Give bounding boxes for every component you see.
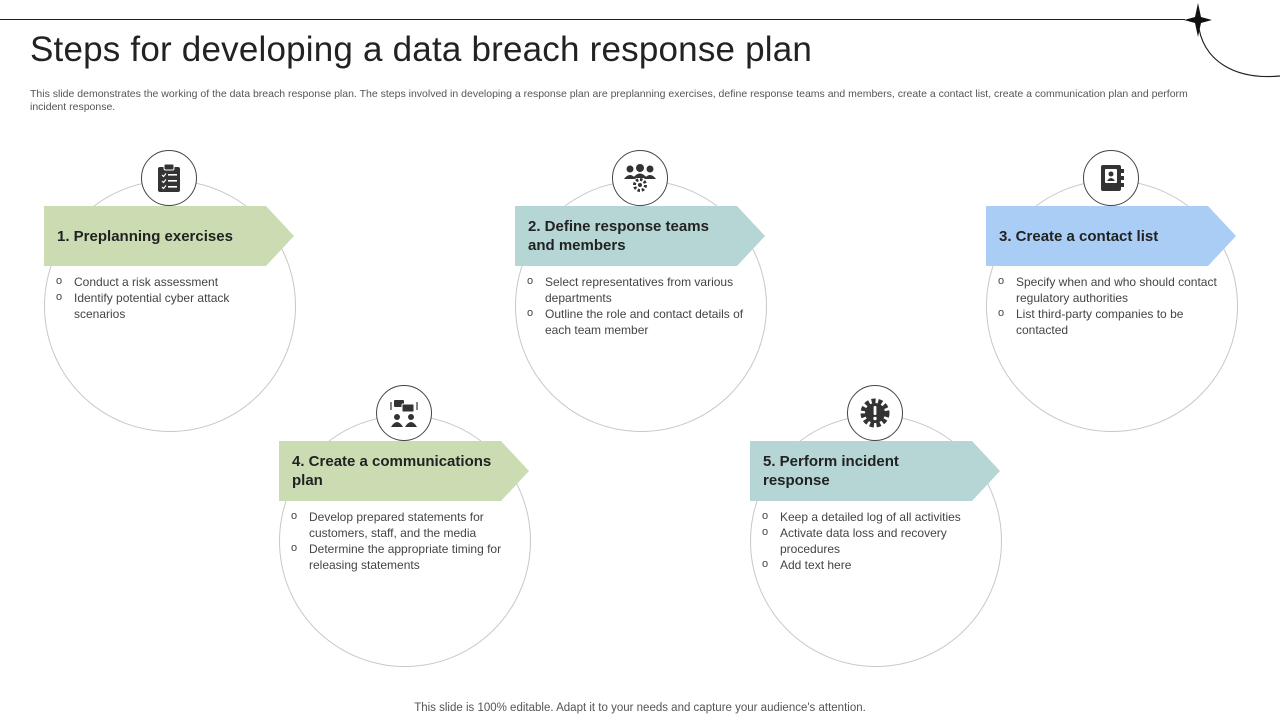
bullet-item: Add text here [762,556,984,573]
bullet-item: Keep a detailed log of all activities [762,508,984,525]
step-banner: 4. Create a communications plan [279,441,529,501]
people-chat-icon [376,385,432,441]
slide-title: Steps for developing a data breach respo… [30,30,813,69]
step-title: 5. Perform incident response [763,453,899,489]
address-book-icon [1083,150,1139,206]
step-bullet-list: Conduct a risk assessment Identify poten… [56,273,278,322]
clipboard-icon [141,150,197,206]
bullet-item: Outline the role and contact details of … [527,305,749,338]
bullet-item: Determine the appropriate timing for rel… [291,540,513,573]
step-bullet-list: Develop prepared statements for customer… [291,508,513,573]
slide-subtitle: This slide demonstrates the working of t… [30,88,1188,113]
alert-gear-icon [847,385,903,441]
bullet-item: List third-party companies to be contact… [998,305,1220,338]
step-title: 4. Create a communications plan [292,453,492,489]
step-4-communications-plan: 4. Create a communications plan Develop … [279,385,531,675]
bullet-item: Select representatives from various depa… [527,273,749,306]
step-bullet-list: Specify when and who should contact regu… [998,273,1220,338]
corner-arc-star-decoration [1184,3,1280,78]
step-title: 1. Preplanning exercises [57,227,233,245]
step-1-preplanning: 1. Preplanning exercises Conduct a risk … [44,150,296,440]
team-gear-icon [612,150,668,206]
step-3-contact-list: 3. Create a contact list Specify when an… [986,150,1238,440]
step-banner: 5. Perform incident response [750,441,1000,501]
step-bullet-list: Select representatives from various depa… [527,273,749,338]
step-banner: 1. Preplanning exercises [44,206,294,266]
step-title: 2. Define response teams and members [528,218,709,254]
step-bullet-list: Keep a detailed log of all activities Ac… [762,508,984,573]
bullet-item: Activate data loss and recovery procedur… [762,524,984,557]
top-divider-line [0,19,1185,20]
bullet-item: Identify potential cyber attack scenario… [56,289,278,322]
step-title: 3. Create a contact list [999,227,1159,245]
bullet-item: Develop prepared statements for customer… [291,508,513,541]
step-banner: 3. Create a contact list [986,206,1236,266]
bullet-item: Conduct a risk assessment [56,273,278,290]
bullet-item: Specify when and who should contact regu… [998,273,1220,306]
step-2-define-teams: 2. Define response teams and members Sel… [515,150,767,440]
footer-note: This slide is 100% editable. Adapt it to… [414,702,866,714]
step-5-incident-response: 5. Perform incident response Keep a deta… [750,385,1002,675]
step-banner: 2. Define response teams and members [515,206,765,266]
